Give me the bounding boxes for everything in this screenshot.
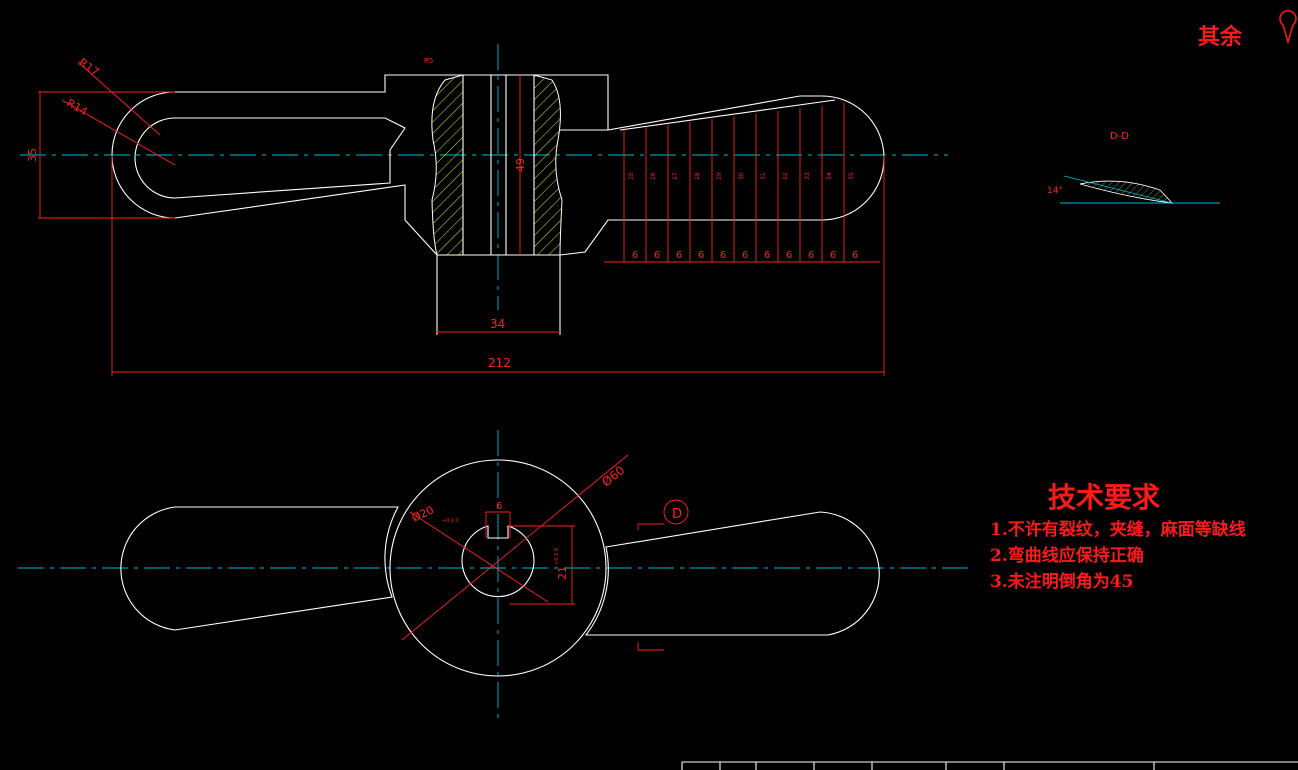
tech-requirement-2: 2.弯曲线应保持正确 <box>990 546 1144 566</box>
dim-r14: R14 <box>65 96 90 118</box>
section-height-label: 31 <box>760 172 767 180</box>
pitch-label: 6 <box>852 250 858 261</box>
section-height-label: 33 <box>804 172 811 180</box>
hatch-section-left <box>431 74 464 256</box>
dim-dia-60: Ø60 <box>599 463 627 489</box>
pitch-label: 6 <box>632 250 638 261</box>
pitch-label: 6 <box>720 250 726 261</box>
hatch-section-right <box>533 74 563 256</box>
section-height-label: 29 <box>716 172 723 180</box>
pitch-label: 6 <box>808 250 814 261</box>
dim-20-leader <box>409 511 549 603</box>
top-right-handle <box>584 511 880 636</box>
dim-r17: R17 <box>76 56 101 79</box>
dim-dia-20: Ø20 <box>410 503 436 524</box>
hub-circle <box>389 459 607 677</box>
dim-total-212: 212 <box>488 356 511 370</box>
section-height-label: 34 <box>826 172 833 180</box>
section-height-label: 27 <box>672 172 679 180</box>
drawing-geometry <box>18 10 1298 770</box>
dim-dia-20-tol: +0.1 0 <box>442 518 459 524</box>
pitch-label: 6 <box>698 250 704 261</box>
dim-width-34: 34 <box>490 317 505 331</box>
right-handle-edge <box>619 99 836 131</box>
section-height-labels: 25 26 27 28 29 30 31 32 33 34 35 <box>628 172 855 180</box>
dim-60-leader <box>401 454 629 641</box>
roughness-symbol-icon <box>1279 10 1297 45</box>
pitch-label: 6 <box>786 250 792 261</box>
section-marker-d: D <box>672 507 682 522</box>
tech-requirement-3: 3.未注明倒角为45 <box>990 572 1134 592</box>
pitch-label: 6 <box>654 250 660 261</box>
dim-height-35: 35 <box>26 148 39 162</box>
front-view-outline <box>111 74 885 256</box>
section-height-label: 30 <box>738 172 745 180</box>
dim-height-21-tol: +0.2 0 <box>554 548 560 565</box>
dim-height-49: 49 <box>514 158 527 172</box>
section-title: D-D <box>1110 131 1129 142</box>
pitch-label: 6 <box>830 250 836 261</box>
dim-key-6: 6 <box>496 501 502 512</box>
section-dd-angle-line <box>1063 175 1173 204</box>
roughness-label: 其余 <box>1198 24 1243 50</box>
left-handle-slot <box>134 117 406 199</box>
pitch-label: 6 <box>742 250 748 261</box>
section-height-label: 26 <box>650 172 657 180</box>
top-left-handle <box>120 506 399 631</box>
dim-r17-leader <box>77 61 161 136</box>
dim-chamfer: R5 <box>424 57 433 65</box>
section-height-label: 35 <box>848 172 855 180</box>
section-marker-circle <box>663 499 689 525</box>
dim-height-21: 21 <box>556 566 569 580</box>
pitch-label: 6 <box>676 250 682 261</box>
section-height-label: 28 <box>694 172 701 180</box>
pitch-label: 6 <box>764 250 770 261</box>
tech-requirement-1: 1.不许有裂纹，夹缝，麻面等缺线 <box>990 520 1246 540</box>
tech-requirements-title: 技术要求 <box>1048 481 1161 514</box>
pitch-dimension-labels: 6 6 6 6 6 6 6 6 6 6 6 <box>632 250 858 261</box>
section-height-label: 25 <box>628 172 635 180</box>
section-height-label: 32 <box>782 172 789 180</box>
section-angle: 14° <box>1047 186 1063 196</box>
dim-r14-leader <box>61 99 176 166</box>
